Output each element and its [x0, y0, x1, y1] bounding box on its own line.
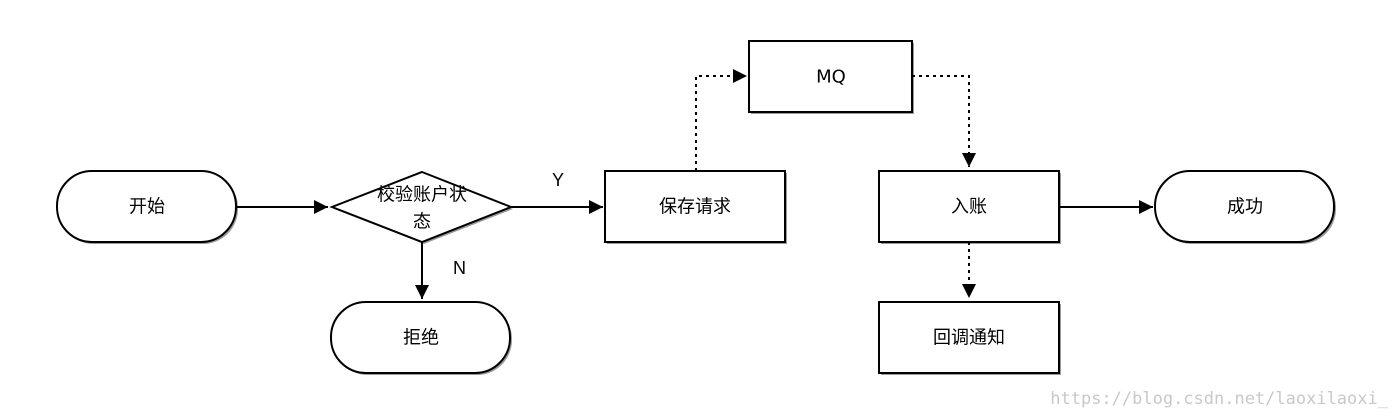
node-mq-label: MQ — [816, 67, 846, 88]
node-start[interactable] — [56, 170, 237, 243]
node-callback-notify-label: 回调通知 — [933, 328, 1005, 349]
node-check-status-label-line2: 态 — [413, 212, 431, 233]
edge-save-to-mq — [695, 69, 747, 171]
watermark-text: https://blog.csdn.net/laoxilaoxi_ — [1050, 389, 1389, 409]
node-post-entry[interactable] — [878, 170, 1060, 243]
node-mq[interactable] — [748, 40, 913, 113]
edges — [237, 69, 1153, 299]
node-start-label: 开始 — [129, 197, 165, 218]
node-success[interactable] — [1154, 170, 1335, 243]
node-post-entry-label: 入账 — [951, 197, 987, 218]
edge-label-yes: Y — [552, 170, 564, 190]
node-check-status-label-line1: 校验账户状 — [377, 185, 467, 206]
edge-mq-to-post — [912, 75, 976, 167]
node-reject-label: 拒绝 — [403, 328, 439, 349]
node-success-label: 成功 — [1227, 197, 1263, 218]
nodes — [56, 40, 1335, 374]
node-save-request-label: 保存请求 — [659, 197, 731, 218]
node-reject[interactable] — [330, 301, 511, 374]
node-check-status[interactable] — [329, 170, 514, 244]
node-callback-notify[interactable] — [878, 301, 1060, 374]
edge-label-no: N — [453, 258, 466, 278]
node-save-request[interactable] — [604, 170, 786, 243]
